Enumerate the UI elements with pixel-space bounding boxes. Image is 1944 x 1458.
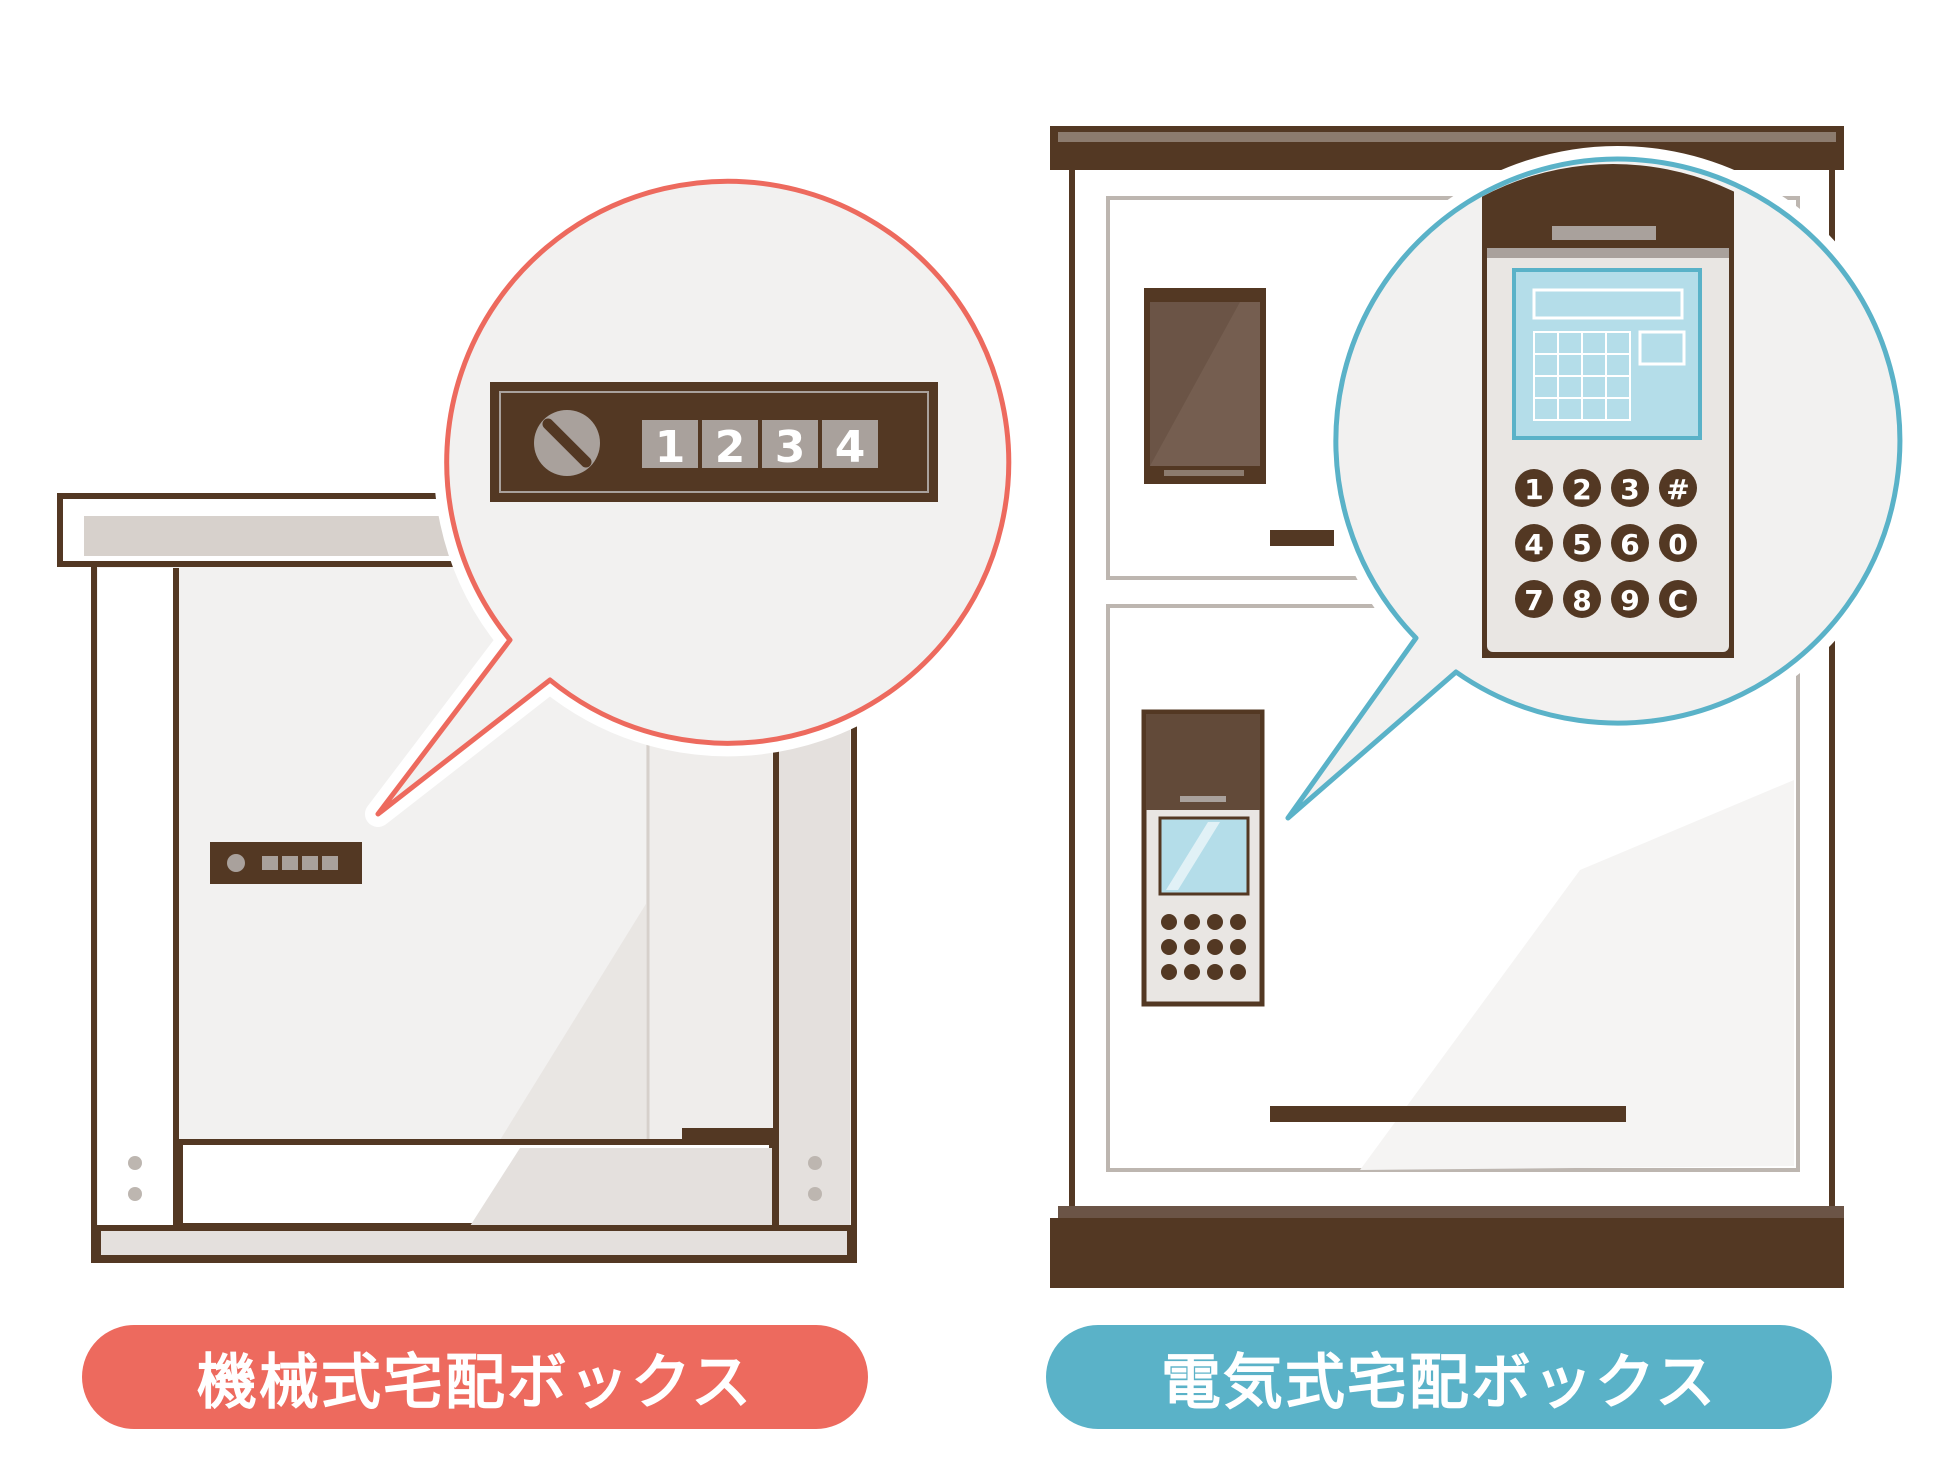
- keypad-key: 1: [1515, 469, 1553, 507]
- electric-zoom-bubble: 1 2 3 # 4 5 6: [1275, 146, 1913, 831]
- svg-text:3: 3: [1620, 473, 1639, 506]
- svg-text:2: 2: [1572, 473, 1591, 506]
- svg-text:8: 8: [1572, 584, 1591, 617]
- keypad-key: #: [1659, 469, 1697, 507]
- svg-text:5: 5: [1572, 528, 1591, 561]
- screw-icon: [128, 1156, 142, 1170]
- digit-wheel: 3: [762, 420, 818, 473]
- svg-text:9: 9: [1620, 584, 1639, 617]
- upper-tablet: [1144, 288, 1266, 484]
- digit-wheel-2: 2: [715, 422, 746, 473]
- digit-wheel-1: 1: [655, 422, 686, 473]
- dial-knob-icon: [534, 410, 600, 476]
- keypad-key: 2: [1563, 469, 1601, 507]
- svg-text:1: 1: [1524, 473, 1543, 506]
- svg-text:4: 4: [1524, 528, 1543, 561]
- screw-icon: [808, 1156, 822, 1170]
- lower-door-handle: [1270, 1106, 1626, 1122]
- digit-wheel: 1: [642, 420, 698, 473]
- mechanical-box-label: 機械式宅配ボックス: [82, 1325, 868, 1429]
- svg-text:6: 6: [1620, 528, 1639, 561]
- keypad-key: C: [1659, 580, 1697, 618]
- dial-lock-panel: 1 2 3 4: [490, 382, 938, 502]
- locker-base: [1050, 1218, 1844, 1288]
- digit-wheel-3: 3: [775, 422, 806, 473]
- svg-text:C: C: [1668, 584, 1689, 617]
- digit-wheel-4: 4: [835, 422, 866, 473]
- mechanical-zoom-bubble: 1 2 3 4: [365, 168, 1022, 827]
- screw-icon: [808, 1187, 822, 1201]
- keypad-key: 3: [1611, 469, 1649, 507]
- small-keypad-terminal: [1141, 709, 1265, 1007]
- svg-text:7: 7: [1524, 584, 1543, 617]
- keypad-icon: 1 2 3 # 4 5 6: [1482, 164, 1734, 658]
- keypad-key: 6: [1611, 524, 1649, 562]
- keypad-key: 8: [1563, 580, 1601, 618]
- svg-text:#: #: [1666, 473, 1689, 506]
- digit-wheel: 4: [822, 420, 878, 473]
- keypad-key: 0: [1659, 524, 1697, 562]
- keypad-key: 4: [1515, 524, 1553, 562]
- keypad-key: 9: [1611, 580, 1649, 618]
- keypad-key: 5: [1563, 524, 1601, 562]
- small-dial-lock: [210, 842, 362, 884]
- keypad-key: 7: [1515, 580, 1553, 618]
- digit-wheel: 2: [702, 420, 758, 473]
- electric-box-label: 電気式宅配ボックス: [1046, 1325, 1832, 1429]
- svg-text:0: 0: [1668, 528, 1687, 561]
- screw-icon: [128, 1187, 142, 1201]
